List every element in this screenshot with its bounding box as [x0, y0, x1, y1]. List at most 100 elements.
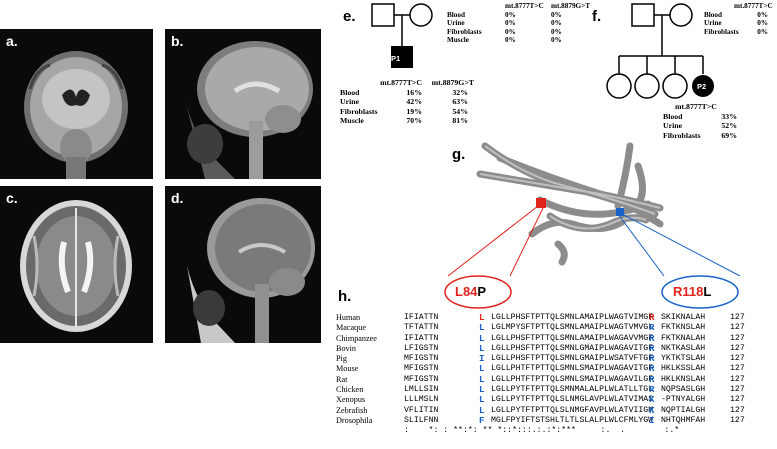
species-name: Drosophila	[336, 415, 373, 425]
species-name: Rat	[336, 374, 348, 384]
helix-ribbons	[476, 142, 664, 266]
sequence-segment: LGLLPYTFTPTTQLSLNMGFAVPLWLATVIIGM	[491, 405, 654, 415]
sequence-segment: HKLKSSLAH	[661, 364, 706, 374]
mutation-ref-residue: R	[673, 284, 683, 299]
tissue-label: Fibroblasts	[447, 27, 482, 36]
panel-label-h: h.	[338, 288, 352, 305]
sibling-symbol	[634, 73, 660, 99]
tissue-label: Fibroblasts	[663, 130, 701, 140]
mutation-alt-residue: L	[703, 284, 712, 299]
tissue-label: Urine	[447, 19, 465, 28]
conserved-residue-118: R	[649, 384, 655, 396]
col-header: mt.8777T>C	[734, 2, 773, 10]
conserved-residue-118: R	[649, 332, 655, 344]
protein-structure	[444, 142, 741, 309]
sequence-segment: NQPTIALGH	[661, 405, 706, 415]
value: 0%	[551, 10, 562, 19]
helix-highlights	[479, 145, 661, 230]
sibling-symbol	[662, 73, 688, 99]
sequence-segment: NKTKASLAH	[661, 343, 706, 353]
mutation-alt-residue: P	[477, 284, 487, 299]
value: 0%	[505, 36, 516, 45]
col-header: mt.8777T>C	[675, 102, 717, 111]
sequence-segment: SLILFNN	[404, 415, 439, 425]
sequence-segment: LLLMSLN	[404, 395, 439, 405]
residue-count: 127	[730, 333, 745, 343]
residue-count: 127	[730, 323, 745, 333]
conserved-residue-84: L	[479, 322, 485, 334]
tissue-label: Blood	[663, 111, 683, 121]
callout-line-l84	[509, 205, 545, 277]
mutation-label-l84p: L84P	[455, 284, 486, 299]
conserved-residue-118: I	[649, 414, 655, 426]
sequence-segment: HKLKNSLAH	[661, 374, 706, 384]
species-name: Zebrafish	[336, 405, 368, 415]
value: 70%	[406, 116, 422, 126]
conserved-residue-84: L	[479, 373, 485, 385]
conserved-residue-84: L	[479, 404, 485, 416]
sibling-symbol	[606, 73, 632, 99]
sequence-segment: LGLLPHTFTPTTQLSMNLSMAIPLWAGAVITGF	[491, 364, 654, 374]
value: 19%	[406, 106, 422, 116]
residue-l84-highlight	[536, 198, 546, 208]
sequence-segment: IFIATTN	[404, 333, 439, 343]
residue-count: 127	[730, 395, 745, 405]
callout-line-l84	[447, 205, 539, 277]
conserved-residue-84: L	[479, 394, 485, 406]
conserved-residue-84: L	[479, 363, 485, 375]
panel-label-e: e.	[343, 8, 356, 25]
sequence-segment: FKTKNSLAH	[661, 323, 706, 333]
mri-coronal-t1: a.	[0, 29, 153, 179]
conserved-residue-84: L	[479, 312, 485, 323]
species-name: Pig	[336, 354, 347, 364]
value: 0%	[505, 10, 516, 19]
mother-symbol	[669, 3, 693, 27]
sequence-segment: LGLLPYTFTPTTQLSMNMALALPLWLATLLTGL	[491, 385, 654, 395]
mri-axial-t2: c.	[0, 186, 153, 343]
sequence-segment: LGLLPHSFTPTTQLSMNLAMAIPLWAGTVIMGF	[491, 313, 654, 322]
sequence-segment: NHTQHMFAH	[661, 415, 706, 425]
tissue-label: Muscle	[447, 36, 469, 45]
value: 32%	[452, 87, 468, 97]
sequence-segment: MFIGSTN	[404, 354, 439, 364]
mri-sagittal-image	[185, 41, 313, 179]
residue-count: 127	[730, 364, 745, 374]
value: 0%	[505, 19, 516, 28]
sequence-segment: LFIGSTN	[404, 343, 439, 353]
mri-sagittal-flair-image	[187, 198, 315, 343]
callout-line-r118	[617, 213, 665, 277]
value: 63%	[452, 97, 468, 107]
mutation-position: 84	[462, 284, 478, 299]
sequence-segment: LGLLPYTFTPTTQLSLNMGLAVPLWLATVIMAS	[491, 395, 654, 405]
panel-label-g: g.	[452, 146, 466, 163]
species-name: Macaque	[336, 323, 367, 333]
value: 54%	[452, 106, 468, 116]
mutation-bubble-l84p	[444, 275, 512, 309]
residue-count: 127	[730, 385, 745, 395]
sequence-segment: LGLLPHSFTPTTQLSMNLGMAIPLWAGAVITGF	[491, 343, 654, 353]
value: 0%	[551, 27, 562, 36]
sequence-segment: LMLLSIN	[404, 385, 439, 395]
consensus-spacer	[336, 426, 404, 436]
value: 0%	[757, 10, 768, 19]
father-symbol	[631, 3, 655, 27]
sequence-segment: SKIKNALAH	[661, 313, 706, 322]
callout-line-r118	[621, 213, 741, 277]
conserved-residue-118: R	[649, 342, 655, 354]
mutation-bubble-r118l	[661, 275, 739, 309]
value: 52%	[721, 121, 737, 131]
tissue-label: Urine	[340, 97, 360, 107]
panel-label-c: c.	[6, 190, 18, 206]
mother-symbol	[409, 3, 433, 27]
species-name: Chicken	[336, 385, 364, 395]
